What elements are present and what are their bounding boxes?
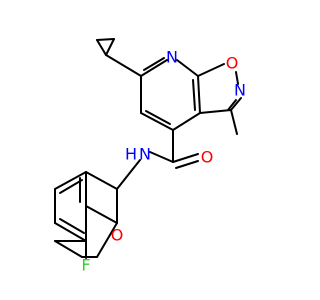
amide-hydrogen-label: H — [125, 145, 137, 164]
chromane-benzene-ring — [54, 171, 118, 259]
isoxazole-oxygen-label: O — [226, 54, 239, 73]
pyridine-nitrogen-label: N — [166, 48, 178, 67]
carbonyl-oxygen-label: O — [201, 148, 214, 167]
isoxazole-ring — [197, 63, 242, 135]
structure-svg: N O N O N H O F — [54, 38, 246, 275]
molecule-diagram: N O N O N H O F — [54, 38, 246, 275]
chromane-saturated-ring — [54, 171, 118, 258]
pyridine-ring — [140, 57, 201, 131]
chromane-oxygen-label: O — [111, 226, 124, 245]
fluorine-label: F — [81, 256, 90, 275]
cyclopropyl-ring — [96, 38, 142, 77]
isoxazole-nitrogen-label: N — [234, 81, 246, 100]
atom-labels: N O N O N H O F — [81, 48, 246, 275]
carboxamide-group — [116, 129, 199, 190]
amide-nitrogen-label: N — [139, 145, 151, 164]
